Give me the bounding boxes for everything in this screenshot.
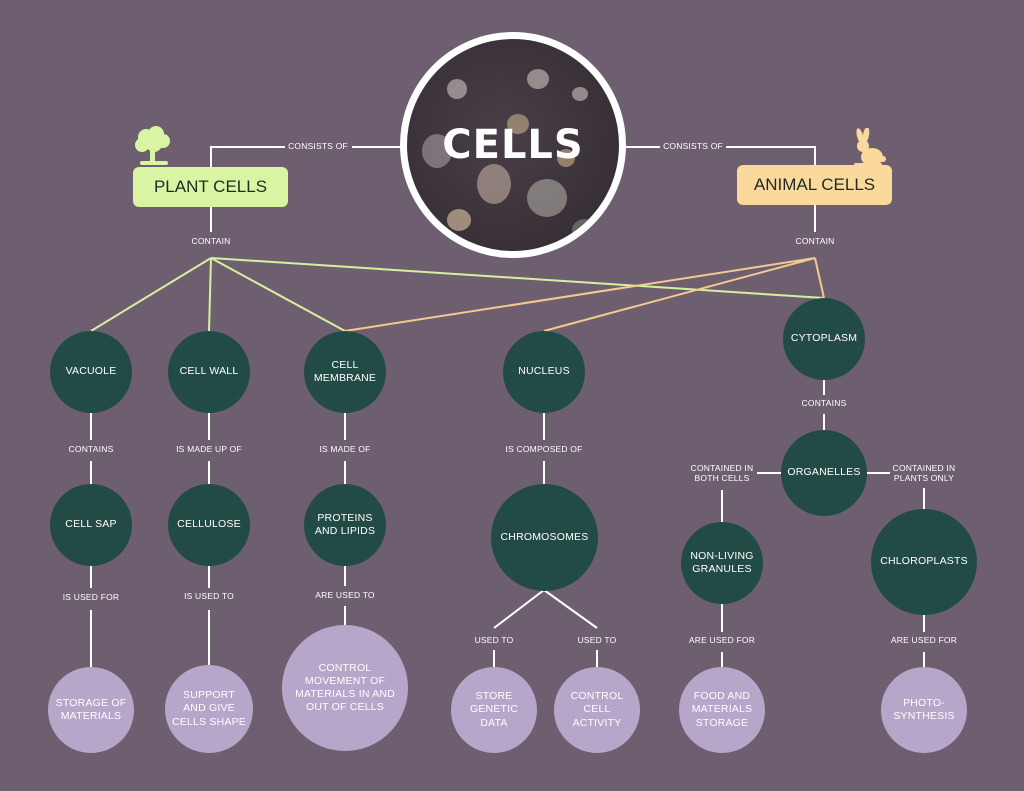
plants-only-label: CONTAINED IN PLANTS ONLY [892, 463, 956, 483]
chromosomes-node: CHROMOSOMES [491, 484, 598, 591]
consists-of-right-label: CONSISTS OF [663, 141, 723, 151]
cellulose-node: CELLULOSE [168, 484, 250, 566]
plant-cells-box: PLANT CELLS [133, 167, 288, 207]
used-to-cellulose-label: IS USED TO [184, 591, 234, 601]
granules-node: NON-LIVING GRANULES [681, 522, 763, 604]
store-genetic-node: STORE GENETIC DATA [451, 667, 537, 753]
nucleus-node: NUCLEUS [503, 331, 585, 413]
control-movement-node: CONTROL MOVEMENT OF MATERIALS IN AND OUT… [282, 625, 408, 751]
are-used-for-chloro-label: ARE USED FOR [890, 635, 958, 645]
vacuole-node: VACUOLE [50, 331, 132, 413]
rabbit-icon [854, 128, 886, 167]
chloroplasts-node: CHLOROPLASTS [871, 509, 977, 615]
composed-of-label: IS COMPOSED OF [505, 444, 583, 454]
cells-title: CELLS [442, 122, 584, 168]
used-to-right-label: USED TO [577, 635, 617, 645]
made-up-of-label: IS MADE UP OF [176, 444, 242, 454]
are-used-for-granules-label: ARE USED FOR [688, 635, 756, 645]
are-used-to-label: ARE USED TO [315, 590, 375, 600]
cell-wall-node: CELL WALL [168, 331, 250, 413]
support-node: SUPPORT AND GIVE CELLS SHAPE [165, 665, 253, 753]
control-activity-node: CONTROL CELL ACTIVITY [554, 667, 640, 753]
contains-vacuole-label: CONTAINS [68, 444, 114, 454]
cytoplasm-node: CYTOPLASM [783, 298, 865, 380]
cells-photo: CELLS [407, 39, 619, 251]
plant-cells-label: PLANT CELLS [153, 177, 268, 196]
storage-node: STORAGE OF MATERIALS [48, 667, 134, 753]
tree-icon [135, 126, 170, 165]
cells-center-circle: CELLS [400, 32, 626, 258]
contain-animal-label: CONTAIN [795, 236, 835, 246]
both-cells-label: CONTAINED IN BOTH CELLS [690, 463, 754, 483]
used-for-sap-label: IS USED FOR [62, 592, 120, 602]
animal-cells-box: ANIMAL CELLS [737, 165, 892, 205]
cell-sap-node: CELL SAP [50, 484, 132, 566]
consists-of-left-label: CONSISTS OF [288, 141, 348, 151]
animal-cells-label: ANIMAL CELLS [753, 175, 876, 194]
made-of-label: IS MADE OF [319, 444, 371, 454]
food-storage-node: FOOD AND MATERIALS STORAGE [679, 667, 765, 753]
used-to-left-label: USED TO [474, 635, 514, 645]
contains-cytoplasm-label: CONTAINS [801, 398, 847, 408]
cell-membrane-node: CELL MEMBRANE [304, 331, 386, 413]
contain-plant-label: CONTAIN [191, 236, 231, 246]
organelles-node: ORGANELLES [781, 430, 867, 516]
proteins-lipids-node: PROTEINS AND LIPIDS [304, 484, 386, 566]
photosynthesis-node: PHOTO- SYNTHESIS [881, 667, 967, 753]
